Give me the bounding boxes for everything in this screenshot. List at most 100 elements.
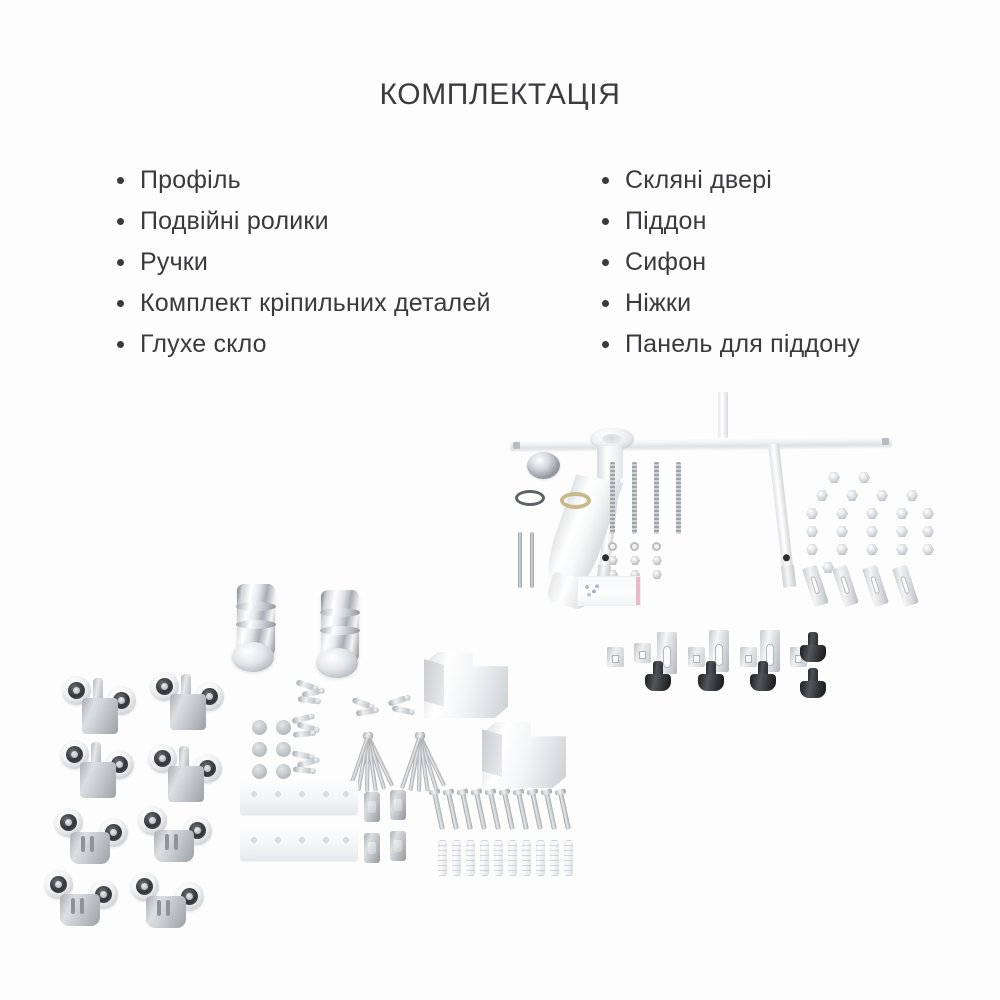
foot-base-icon	[800, 681, 826, 698]
gasket-ring-icon	[515, 490, 545, 506]
chrome-knob-icon	[232, 576, 278, 676]
round-cap-icon	[276, 720, 291, 735]
hex-nut-icon	[652, 556, 662, 565]
bullet-icon	[117, 218, 124, 225]
rubber-foot-icon	[750, 661, 776, 691]
hex-nut-icon	[822, 562, 834, 573]
bracket-slot-icon	[715, 644, 723, 666]
strut-hole-icon	[782, 553, 791, 562]
rod-icon	[518, 532, 522, 588]
screw-icon	[292, 730, 313, 738]
hex-nut-icon	[806, 526, 818, 537]
list-item: Профіль	[112, 160, 512, 201]
bracket-slot-icon	[80, 898, 84, 914]
wall-plug-icon	[508, 840, 517, 876]
list-item: Ніжки	[597, 283, 987, 324]
foot-stem-icon	[808, 668, 818, 683]
corner-cap-icon	[482, 718, 566, 788]
siphon-flange-icon	[590, 428, 634, 450]
bracket-slot-icon	[81, 836, 85, 852]
wall-screw-icon	[558, 791, 571, 831]
rod-icon	[530, 532, 534, 588]
strip-holes-icon	[248, 836, 350, 844]
wall-plug-icon	[452, 840, 461, 876]
hex-nut-icon	[836, 526, 848, 537]
knob-ring-icon	[320, 626, 360, 635]
strip-holes-icon	[248, 790, 350, 798]
hex-nut-icon	[876, 490, 888, 501]
hex-nut-icon	[608, 570, 618, 579]
plug-ridge-icon	[438, 840, 447, 876]
washer-icon	[608, 542, 617, 551]
wheel-icon	[60, 740, 89, 769]
corner-cap-edge-icon	[482, 729, 502, 777]
corner-cap-icon	[424, 648, 508, 718]
bracket-slot-icon	[810, 575, 821, 595]
bullet-icon	[117, 259, 124, 266]
screw-cluster-icon	[291, 750, 332, 774]
hex-nut-icon	[630, 556, 640, 565]
rect-clip-icon	[390, 790, 406, 820]
roller-stem-icon	[179, 746, 189, 774]
wall-screw-icon	[502, 791, 515, 831]
bag-seal-icon	[636, 577, 640, 605]
bracket-slot-icon	[71, 898, 75, 914]
rect-clip-icon	[390, 831, 406, 861]
wall-screw-icon	[474, 791, 487, 831]
wall-screw-icon	[488, 791, 501, 831]
roller-wheel-icon	[62, 676, 136, 738]
spec-label: Комплект кріпильних деталей	[140, 289, 491, 317]
washer-icon	[652, 542, 661, 551]
knob-face-icon	[316, 648, 358, 678]
hex-nut-icon	[806, 544, 818, 555]
roller-wheel-icon	[60, 740, 134, 802]
frame-strut-icon	[768, 443, 797, 588]
hex-nut-icon	[630, 570, 640, 579]
roller-bracket-icon	[82, 698, 118, 734]
product-parts-photo	[0, 380, 1000, 1000]
roller-wheel-icon	[148, 744, 222, 806]
roller-stem-icon	[93, 678, 103, 706]
foot-base-icon	[750, 674, 776, 691]
roller-bracket-icon	[80, 762, 116, 798]
foot-stem-icon	[706, 661, 716, 676]
foot-stem-icon	[653, 661, 663, 676]
bag-contents-icon	[581, 582, 601, 599]
roller-wheel-icon	[150, 672, 224, 734]
bracket-slot-icon	[766, 644, 774, 666]
bracket-slot-icon	[166, 900, 170, 916]
list-item: Глухе скло	[112, 324, 512, 365]
roller-wheel-icon	[138, 806, 212, 868]
slotted-bracket-icon	[892, 564, 919, 608]
round-cap-icon	[252, 742, 267, 757]
bullet-icon	[602, 177, 609, 184]
roller-wheel-icon	[130, 872, 204, 934]
screw-cluster-icon	[295, 679, 336, 705]
list-item: Піддон	[597, 201, 987, 242]
threaded-rod-icon	[676, 462, 681, 534]
rail-end-cap-icon	[881, 438, 890, 446]
wheel-icon	[138, 806, 167, 835]
bracket-slot-icon	[663, 646, 671, 668]
strut-foot-icon	[780, 564, 797, 588]
perforated-strip-icon	[240, 827, 358, 861]
small-clip-icon	[634, 643, 651, 663]
bracket-slot-icon	[900, 575, 911, 595]
hex-nut-icon	[652, 570, 662, 579]
spec-label: Сифон	[625, 248, 707, 276]
round-cap-icon	[252, 764, 267, 779]
spec-label: Піддон	[625, 207, 707, 235]
bracket-slot-icon	[840, 575, 851, 595]
wheel-icon	[99, 818, 128, 847]
hex-nut-icon	[896, 544, 908, 555]
corner-cap-edge-icon	[424, 659, 444, 707]
wall-plug-icon	[494, 840, 503, 876]
rubber-foot-icon	[698, 661, 724, 691]
roller-bracket-icon	[168, 766, 204, 802]
wall-screw-icon	[446, 791, 459, 831]
wall-plug-icon	[438, 840, 447, 876]
roller-stem-icon	[181, 674, 191, 702]
hex-nut-icon	[816, 490, 828, 501]
knob-ring-icon	[320, 608, 360, 617]
hex-nut-icon	[866, 526, 878, 537]
